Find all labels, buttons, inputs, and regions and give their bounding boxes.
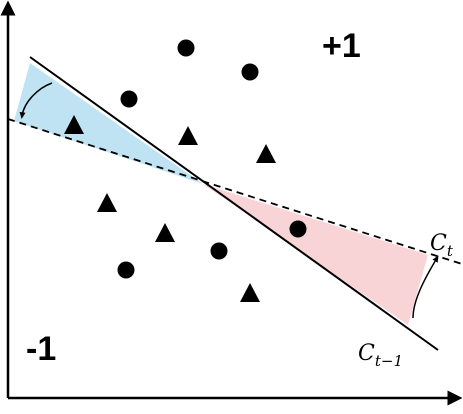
circle-marker	[241, 63, 259, 81]
circle-markers	[117, 39, 307, 279]
circle-marker	[210, 242, 228, 260]
previous-classifier-base: C	[358, 341, 375, 366]
blue-shaded-region	[14, 63, 203, 184]
negative-region-label: -1	[26, 330, 56, 368]
triangle-marker	[64, 115, 84, 134]
previous-classifier-label: Ct−1	[358, 341, 403, 370]
previous-classifier-sub: t−1	[375, 352, 403, 370]
triangle-marker	[256, 144, 276, 163]
current-classifier-label: Ct	[430, 231, 454, 260]
current-classifier-base: C	[430, 231, 447, 256]
circle-marker	[177, 39, 195, 57]
red-shaded-region	[203, 184, 428, 325]
circle-marker	[117, 261, 135, 279]
current-classifier-line	[7, 118, 463, 265]
triangle-marker	[240, 283, 260, 302]
triangle-markers	[64, 115, 276, 302]
positive-region-label: +1	[322, 27, 361, 65]
circle-marker	[120, 90, 138, 108]
rotation-arrow-left	[19, 82, 53, 119]
triangle-marker	[97, 193, 117, 212]
current-classifier-sub: t	[447, 242, 454, 260]
triangle-marker	[178, 126, 198, 145]
triangle-marker	[155, 223, 175, 242]
previous-classifier-line	[29, 56, 439, 351]
rotation-arrow-right	[412, 255, 439, 319]
circle-marker	[289, 220, 307, 238]
